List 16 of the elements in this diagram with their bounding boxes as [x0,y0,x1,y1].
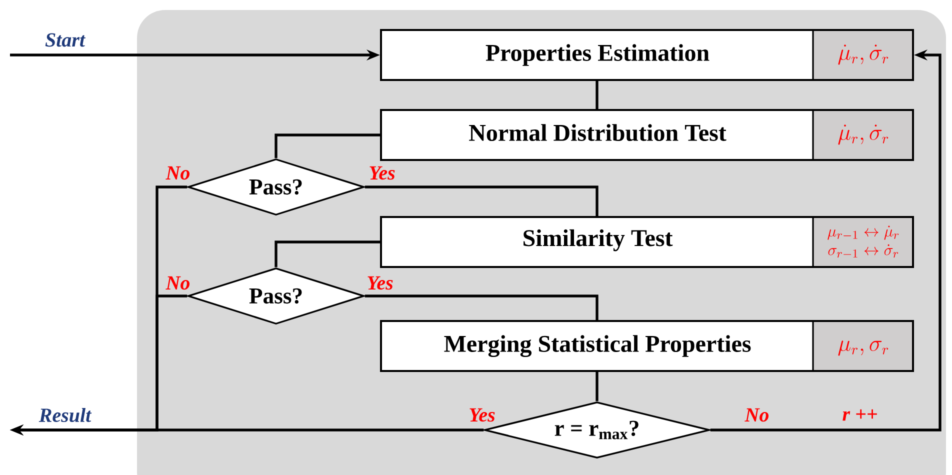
edge-label: No [744,408,769,422]
process-box: Properties Estimation $\dot{\mu}_r, \dot{\sigma}_r$ [380,29,914,81]
process-box: Merging Statistical Properties $\mu_r, \sigma_r$ [380,320,914,372]
connector-line [364,294,598,320]
connector-line [274,134,380,158]
connector-line [274,240,380,268]
edge-label: Yes [368,276,393,290]
edge-label: Yes [370,166,395,180]
edge-label: Start [45,33,86,47]
flow-label: r ++ [842,409,877,421]
connector-line [364,186,598,216]
flow-label: Result [38,408,92,422]
connector-line [596,372,598,402]
connector-line [596,81,598,109]
process-box: Similarity Test $\mu_{r-1} \leftrightarrow \dot{\mu}_r$ $\sigma_{r-1} \leftrightarrow \dot{\sigma}_r$ [380,216,914,268]
process-box: Normal Distribution Test $\dot{\mu}_r, \dot{\sigma}_r$ [380,109,914,161]
